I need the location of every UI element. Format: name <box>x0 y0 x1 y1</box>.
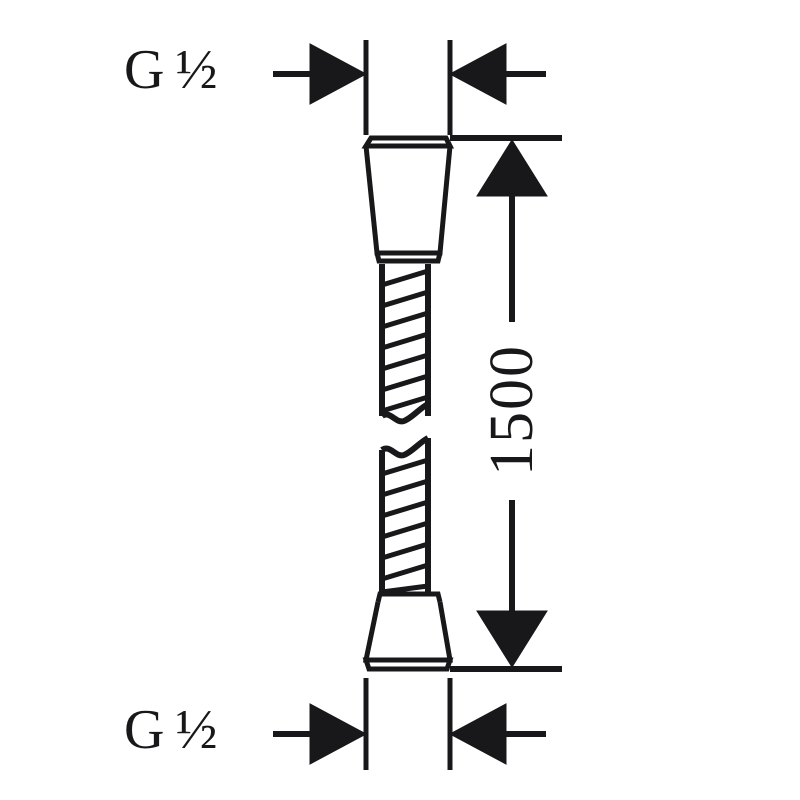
hose-lower-segment <box>379 435 431 595</box>
top-nut-collar <box>361 135 455 149</box>
top-arrow-left-icon <box>448 43 507 105</box>
thread-designator-top: G <box>124 39 166 101</box>
hose-lower-coil-lines <box>381 457 429 595</box>
thread-designator-bottom: G <box>124 699 166 761</box>
top-nut-lip <box>374 252 443 264</box>
bottom-nut-lip <box>375 591 443 603</box>
bottom-thread-leader-group <box>273 678 546 770</box>
thread-size-bottom: ½ <box>175 699 219 761</box>
hose-upper-coil-lines <box>381 268 429 414</box>
bottom-arrow-right-icon <box>309 703 368 765</box>
break-line-upper <box>380 401 430 425</box>
break-line-lower <box>380 435 430 459</box>
length-arrow-up-icon <box>476 139 548 197</box>
length-dimension-value: 1500 <box>478 344 546 476</box>
bottom-cap-nut <box>362 591 454 672</box>
top-thread-leader-group <box>273 40 546 135</box>
bottom-arrow-left-icon <box>448 703 507 765</box>
bottom-nut-body <box>362 601 453 663</box>
hose-upper-segment <box>379 264 431 425</box>
top-nut-body <box>363 145 453 256</box>
length-arrow-down-icon <box>476 610 548 668</box>
top-cap-nut <box>361 135 455 264</box>
top-arrow-right-icon <box>309 43 368 105</box>
thread-size-top: ½ <box>175 39 219 101</box>
length-dimension-group <box>450 135 562 672</box>
bottom-nut-collar <box>362 657 454 672</box>
